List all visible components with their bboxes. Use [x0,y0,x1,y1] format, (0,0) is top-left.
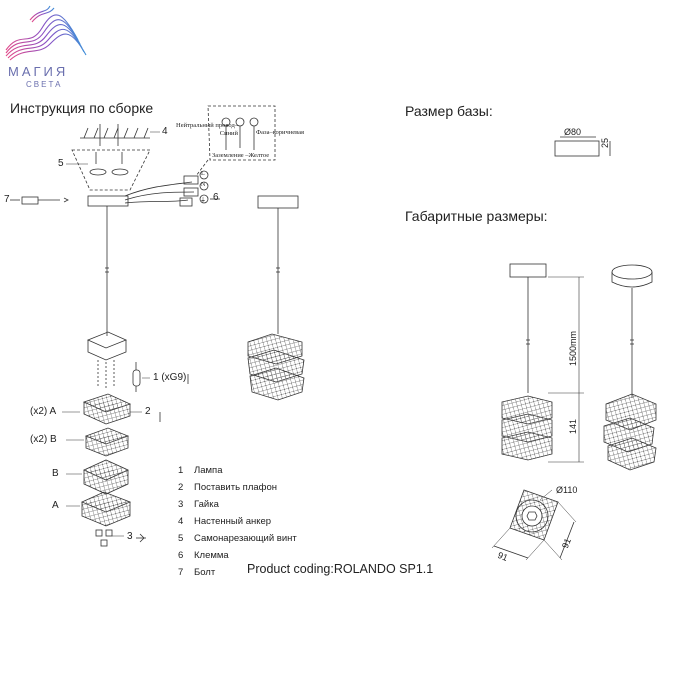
assembled-shade [247,333,305,401]
callout-7: 7 [4,194,10,205]
callout-b: B [52,468,59,479]
callout-6: 6 [213,192,219,203]
wire-letter-l: L [201,171,205,177]
nut-icon [95,529,113,547]
wire-letter-n: N [201,182,206,188]
callout-2: 2 [145,406,151,417]
shade-height-label: 141 [568,418,578,434]
shade-diameter-label: Ø110 [556,485,578,495]
brand-subtitle: СВЕТА [26,80,63,89]
brand-logo [0,0,90,95]
callout-a: A [52,500,59,511]
callout-5: 5 [58,158,64,169]
crystal-layer-b [83,459,129,495]
top-view [491,489,577,561]
base-diameter-label: Ø80 [564,127,582,137]
phase-wire-label: Фаза–коричневая [256,129,305,136]
crystal-layer-a [80,491,132,527]
terminal-icon [179,175,199,207]
perspective-shade [603,393,657,471]
dimensions-heading: Габаритные размеры: [405,208,548,224]
product-coding: Product coding:ROLANDO SP1.1 [247,562,434,576]
cable-length-label: 1500mm [568,330,578,366]
base-size-heading: Размер базы: [405,103,493,119]
front-shade [501,395,553,461]
crystal-layer-b-top [84,427,130,457]
crystal-layer-a-top [82,393,132,425]
neutral-wire-label: Нейтральный провод–Синий [176,122,238,137]
callout-4: 4 [162,126,168,137]
ceiling-anchor-icon [80,124,150,146]
assembly-heading: Инструкция по сборке [10,100,154,116]
g9-lamp-icon [132,362,141,392]
brand-name: МАГИЯ [8,64,69,79]
ground-wire-label: Заземление –Желтое [212,152,270,159]
callout-b-top: (x2) B [30,434,57,445]
callout-a-top: (x2) A [30,406,57,417]
wave-logo-icon [5,5,87,61]
base-height-label: 25 [600,137,610,148]
ground-symbol-icon: ⏚ [200,198,207,204]
bolt-icon [21,196,69,205]
callout-1: 1 (xG9) [153,372,187,383]
callout-3: 3 [127,531,133,542]
